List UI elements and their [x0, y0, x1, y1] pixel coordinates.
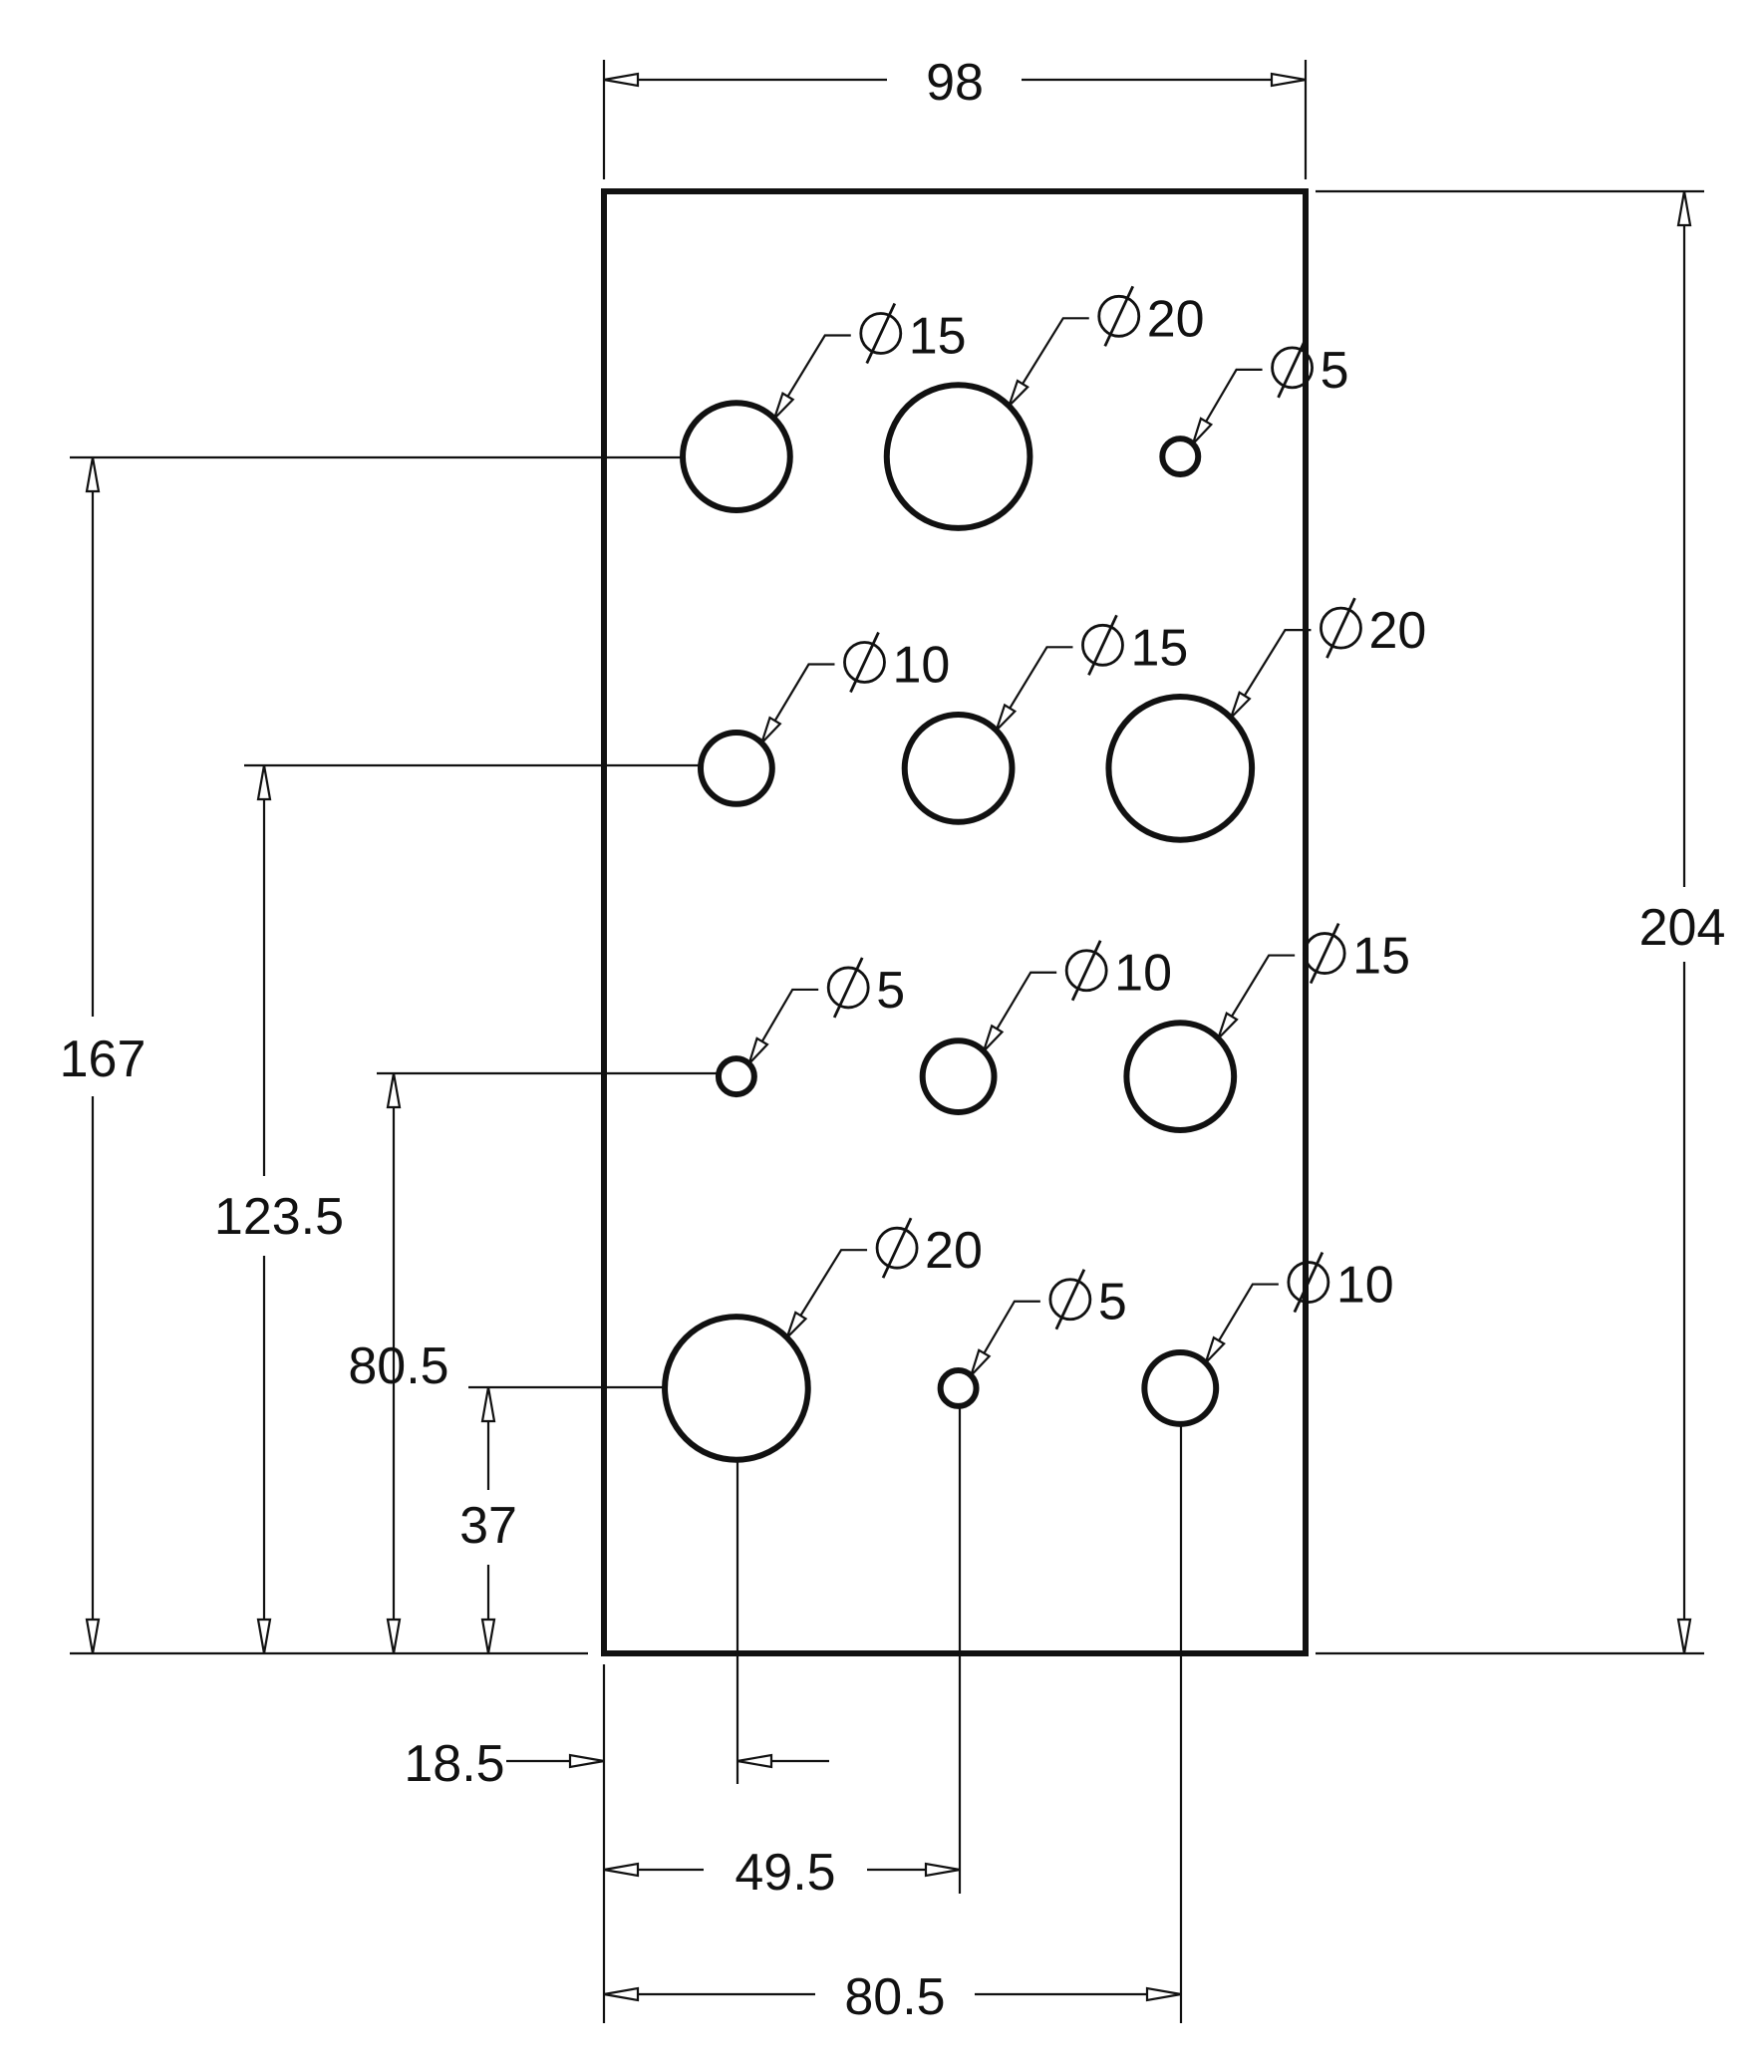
leader-line [1204, 1283, 1279, 1364]
leader-line [1217, 954, 1296, 1039]
leader-arrow [760, 716, 782, 744]
callout-r3c3: 15 [1217, 922, 1410, 1039]
hole-r3c2 [919, 1037, 998, 1116]
hole-diameter-label: 10 [1336, 1257, 1394, 1315]
leader-line [785, 1249, 868, 1338]
callout-r1c2: 20 [1008, 284, 1205, 408]
hole-diameter-label: 15 [1352, 928, 1410, 986]
diameter-icon [1303, 922, 1346, 985]
hole-r2c1 [697, 729, 775, 807]
leader-arrow [1217, 1012, 1239, 1039]
dim-left-167: 167 [60, 1031, 147, 1088]
hole-diameter-label: 5 [876, 962, 905, 1020]
leader-arrow [995, 703, 1018, 732]
callouts-layer: 15 20 5 10 15 20 5 10 15 20 5 10 [747, 284, 1426, 1376]
dim-bottom-18-5: 18.5 [404, 1735, 504, 1793]
dim-left-80-5: 80.5 [348, 1337, 448, 1395]
hole-r2c3 [1105, 694, 1256, 843]
leader-arrow [785, 1311, 808, 1338]
leader-line [970, 1300, 1040, 1376]
hole-r1c3 [1159, 436, 1202, 478]
callout-r2c2: 15 [995, 613, 1188, 732]
dimension-lines [85, 72, 1692, 2002]
callout-r4c3: 10 [1204, 1251, 1394, 1364]
hole-r4c3 [1141, 1349, 1220, 1427]
callout-r1c3: 5 [1191, 336, 1349, 445]
leader-line [1192, 368, 1263, 444]
dim-left-37: 37 [459, 1497, 517, 1555]
leader-arrow [1204, 1335, 1226, 1364]
callout-r2c3: 20 [1230, 596, 1426, 719]
hole-diameter-label: 20 [1368, 602, 1426, 660]
leader-arrow [1230, 691, 1252, 719]
leader-line [747, 988, 819, 1064]
leader-line [1008, 317, 1089, 407]
dim-bottom-80-5: 80.5 [844, 1968, 945, 2026]
callout-r3c2: 10 [982, 939, 1172, 1052]
callout-r3c1: 5 [747, 956, 905, 1065]
hole-diameter-label: 10 [892, 637, 950, 695]
hole-diameter-label: 15 [909, 308, 967, 366]
hole-r4c2 [937, 1366, 980, 1409]
holes-layer [662, 382, 1256, 1463]
hole-diameter-label: 5 [1321, 342, 1349, 400]
dim-right-height: 204 [1639, 899, 1726, 957]
dim-bottom-49-5: 49.5 [735, 1844, 835, 1902]
callout-r4c1: 20 [785, 1216, 983, 1338]
leader-line [995, 646, 1073, 732]
diameter-icon [1320, 596, 1362, 660]
callout-r4c2: 5 [970, 1268, 1127, 1376]
hole-diameter-label: 10 [1114, 945, 1172, 1003]
hole-r1c2 [883, 382, 1033, 531]
dim-left-123-5: 123.5 [214, 1188, 344, 1246]
leader-line [760, 663, 835, 744]
hole-diameter-label: 20 [1147, 290, 1205, 348]
hole-r1c1 [680, 400, 793, 513]
callout-r1c1: 15 [772, 302, 967, 420]
hole-r3c1 [715, 1055, 757, 1098]
hole-r2c2 [901, 712, 1016, 825]
hole-diameter-label: 20 [925, 1222, 983, 1280]
hole-diameter-label: 15 [1130, 619, 1188, 677]
callout-r2c1: 10 [760, 631, 950, 744]
leader-line [983, 971, 1057, 1052]
hole-diameter-label: 5 [1098, 1274, 1127, 1332]
hole-r3c3 [1123, 1020, 1238, 1133]
leader-arrow [1008, 379, 1029, 408]
leader-line [1230, 629, 1312, 719]
leader-arrow [1191, 417, 1214, 445]
leader-line [773, 334, 851, 420]
leader-arrow [982, 1024, 1005, 1052]
dim-top-width: 98 [926, 54, 984, 112]
leader-arrow [747, 1036, 769, 1065]
leader-arrow [772, 391, 795, 420]
leader-arrow [970, 1348, 992, 1376]
extension-lines [70, 60, 1704, 2023]
hole-r4c1 [662, 1314, 811, 1463]
